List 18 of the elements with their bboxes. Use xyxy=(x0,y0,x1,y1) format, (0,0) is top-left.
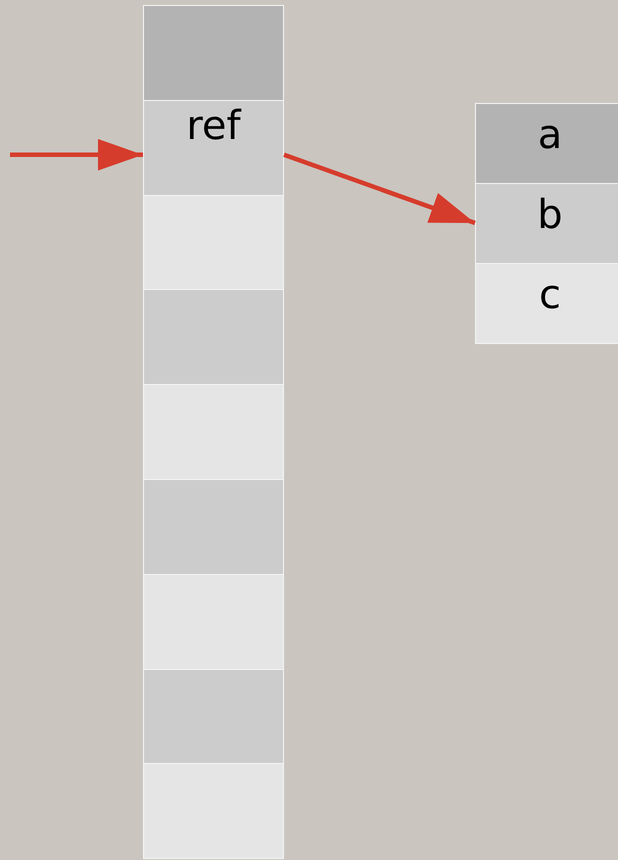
empty-memory-cell xyxy=(143,479,284,575)
cell-label: a xyxy=(536,112,564,158)
empty-memory-cell xyxy=(143,289,284,386)
empty-memory-cell xyxy=(143,384,284,480)
empty-memory-cell xyxy=(143,668,284,764)
cell-label: c xyxy=(538,272,562,318)
cell-label: ref xyxy=(185,102,242,149)
empty-memory-cell xyxy=(143,574,284,670)
memory-cell xyxy=(475,103,618,184)
cell-label: b xyxy=(536,192,564,238)
empty-memory-cell xyxy=(143,763,284,860)
memory-cell xyxy=(143,100,284,196)
memory-cell xyxy=(475,263,618,344)
empty-memory-cell xyxy=(143,5,284,101)
pointer-arrow xyxy=(283,152,476,226)
empty-memory-cell xyxy=(143,194,284,290)
memory-cell xyxy=(475,183,618,264)
pointer-arrow xyxy=(10,139,143,171)
